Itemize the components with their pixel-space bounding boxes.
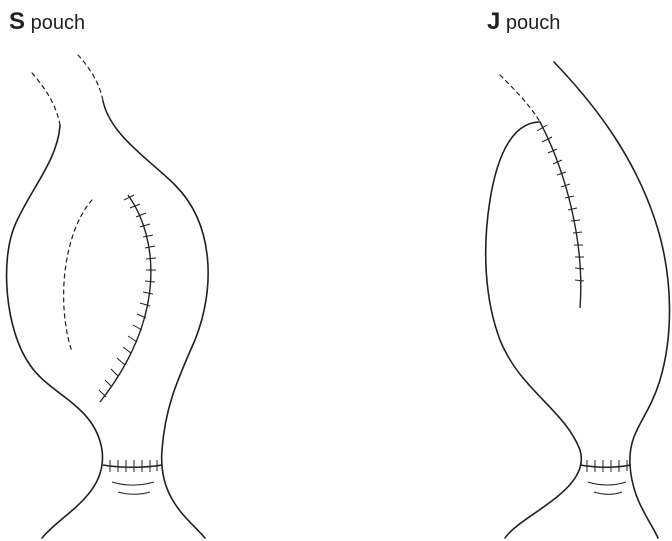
s-pouch-internal-limb-dashed (64, 200, 92, 352)
s-pouch-anastomosis-line (103, 465, 162, 467)
s-pouch-anastomosis-stitches (110, 460, 157, 472)
s-pouch-neck-line-2 (118, 492, 150, 494)
j-pouch-illustration (486, 62, 670, 538)
s-pouch-left-wall (7, 125, 103, 538)
j-pouch-suture-line (540, 122, 581, 308)
s-pouch-illustration (7, 55, 209, 538)
j-pouch-neck-line-2 (594, 492, 622, 494)
s-pouch-left-limb-dashed (32, 73, 60, 125)
s-pouch-right-limb-dashed (78, 55, 103, 101)
j-pouch-limb-dashed (500, 75, 540, 122)
j-pouch-left-wall (486, 122, 582, 538)
j-pouch-anastomosis-line (580, 465, 631, 467)
j-pouch-neck-line-1 (588, 482, 626, 485)
s-pouch-suture-stitches (99, 195, 156, 397)
s-pouch-right-wall (103, 101, 208, 538)
s-pouch-neck-line-1 (112, 482, 154, 485)
j-pouch-suture-stitches (537, 125, 584, 281)
